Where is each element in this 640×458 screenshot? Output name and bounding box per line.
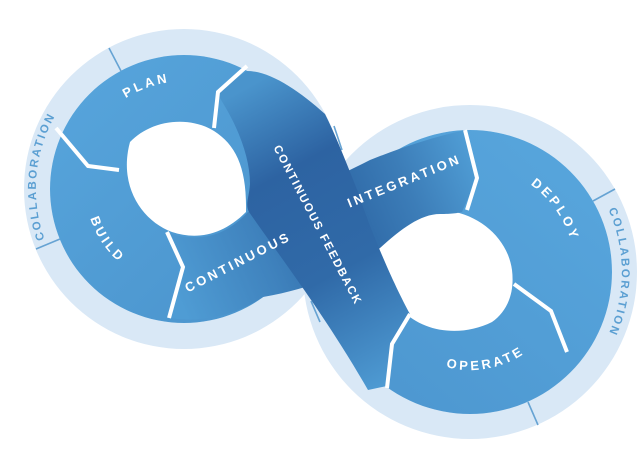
ring-seam-tick xyxy=(310,300,321,323)
deploy-operate-separator xyxy=(512,282,569,353)
operate-feedback-separator xyxy=(385,312,412,389)
integration-deploy-separator xyxy=(463,129,480,211)
build-continuous-separator xyxy=(165,231,186,319)
ring-seam-tick xyxy=(108,47,122,72)
plan-build-separator xyxy=(54,126,120,172)
ring-seam-tick xyxy=(333,125,343,151)
ring-seam-tick xyxy=(592,188,616,202)
plan-feedback-separator xyxy=(212,64,249,129)
ring-seam-tick xyxy=(35,238,61,250)
continuous-feedback-band xyxy=(216,71,410,390)
ring-seam-tick xyxy=(527,401,539,426)
